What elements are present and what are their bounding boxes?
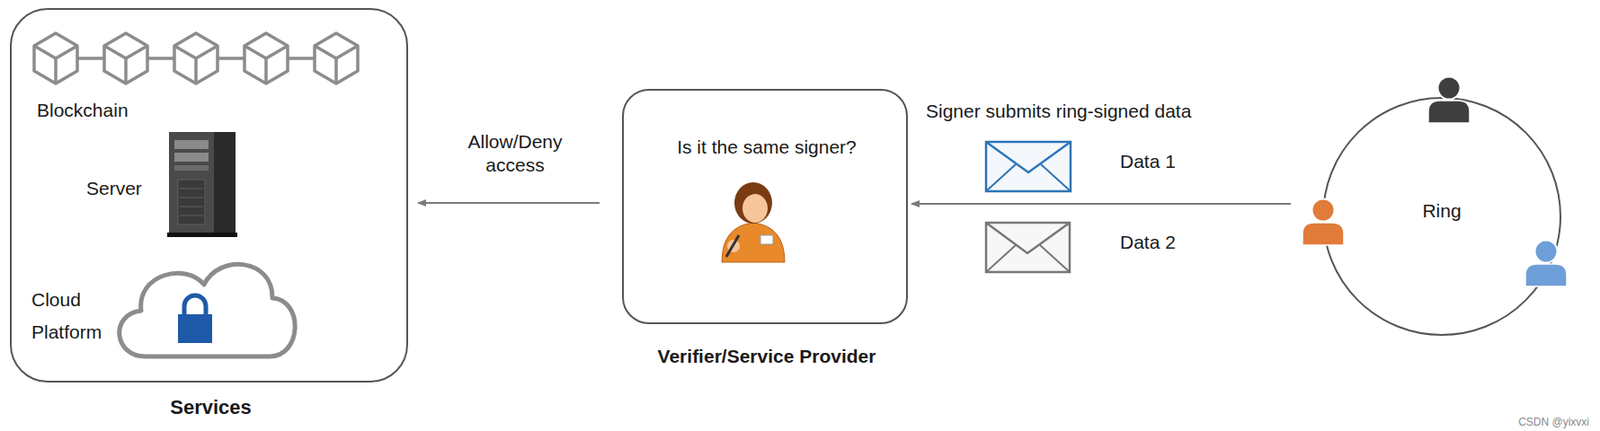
envelope-icon bbox=[986, 222, 1070, 273]
data-label: Data 2 bbox=[1120, 231, 1176, 255]
box-heading: Verifier/Service Provider bbox=[587, 345, 946, 369]
arrow-connector bbox=[911, 203, 1291, 205]
person-icon bbox=[1525, 240, 1567, 288]
service-name: Cloud Platform bbox=[31, 284, 122, 349]
question-text: Is it the same signer? bbox=[623, 135, 910, 160]
service-name: Blockchain bbox=[36, 98, 129, 123]
verifier-box: Is it the same signer?Verifier/Service P… bbox=[622, 88, 908, 325]
box-heading: Services bbox=[11, 396, 410, 420]
service-name: Server bbox=[86, 177, 143, 201]
edge-label: Signer submits ring-signed data bbox=[925, 99, 1192, 124]
verifier-person bbox=[721, 182, 785, 263]
server-icon bbox=[167, 132, 238, 238]
person-icon bbox=[1428, 77, 1470, 125]
ring-label: Ring bbox=[1322, 199, 1562, 223]
person-icon bbox=[1302, 199, 1344, 247]
watermark: CSDN @yixvxi bbox=[1518, 410, 1590, 431]
services-box: BlockchainServerCloud PlatformServices bbox=[9, 8, 409, 383]
data-label: Data 1 bbox=[1120, 150, 1176, 174]
edge-label: Allow/Deny access bbox=[456, 130, 574, 178]
arrow-connector bbox=[417, 202, 600, 205]
cloud-lock-icon bbox=[119, 264, 295, 357]
blockchain-icon bbox=[34, 33, 358, 84]
envelope-icon bbox=[986, 142, 1071, 192]
ring-circle: Ring bbox=[1322, 97, 1562, 337]
